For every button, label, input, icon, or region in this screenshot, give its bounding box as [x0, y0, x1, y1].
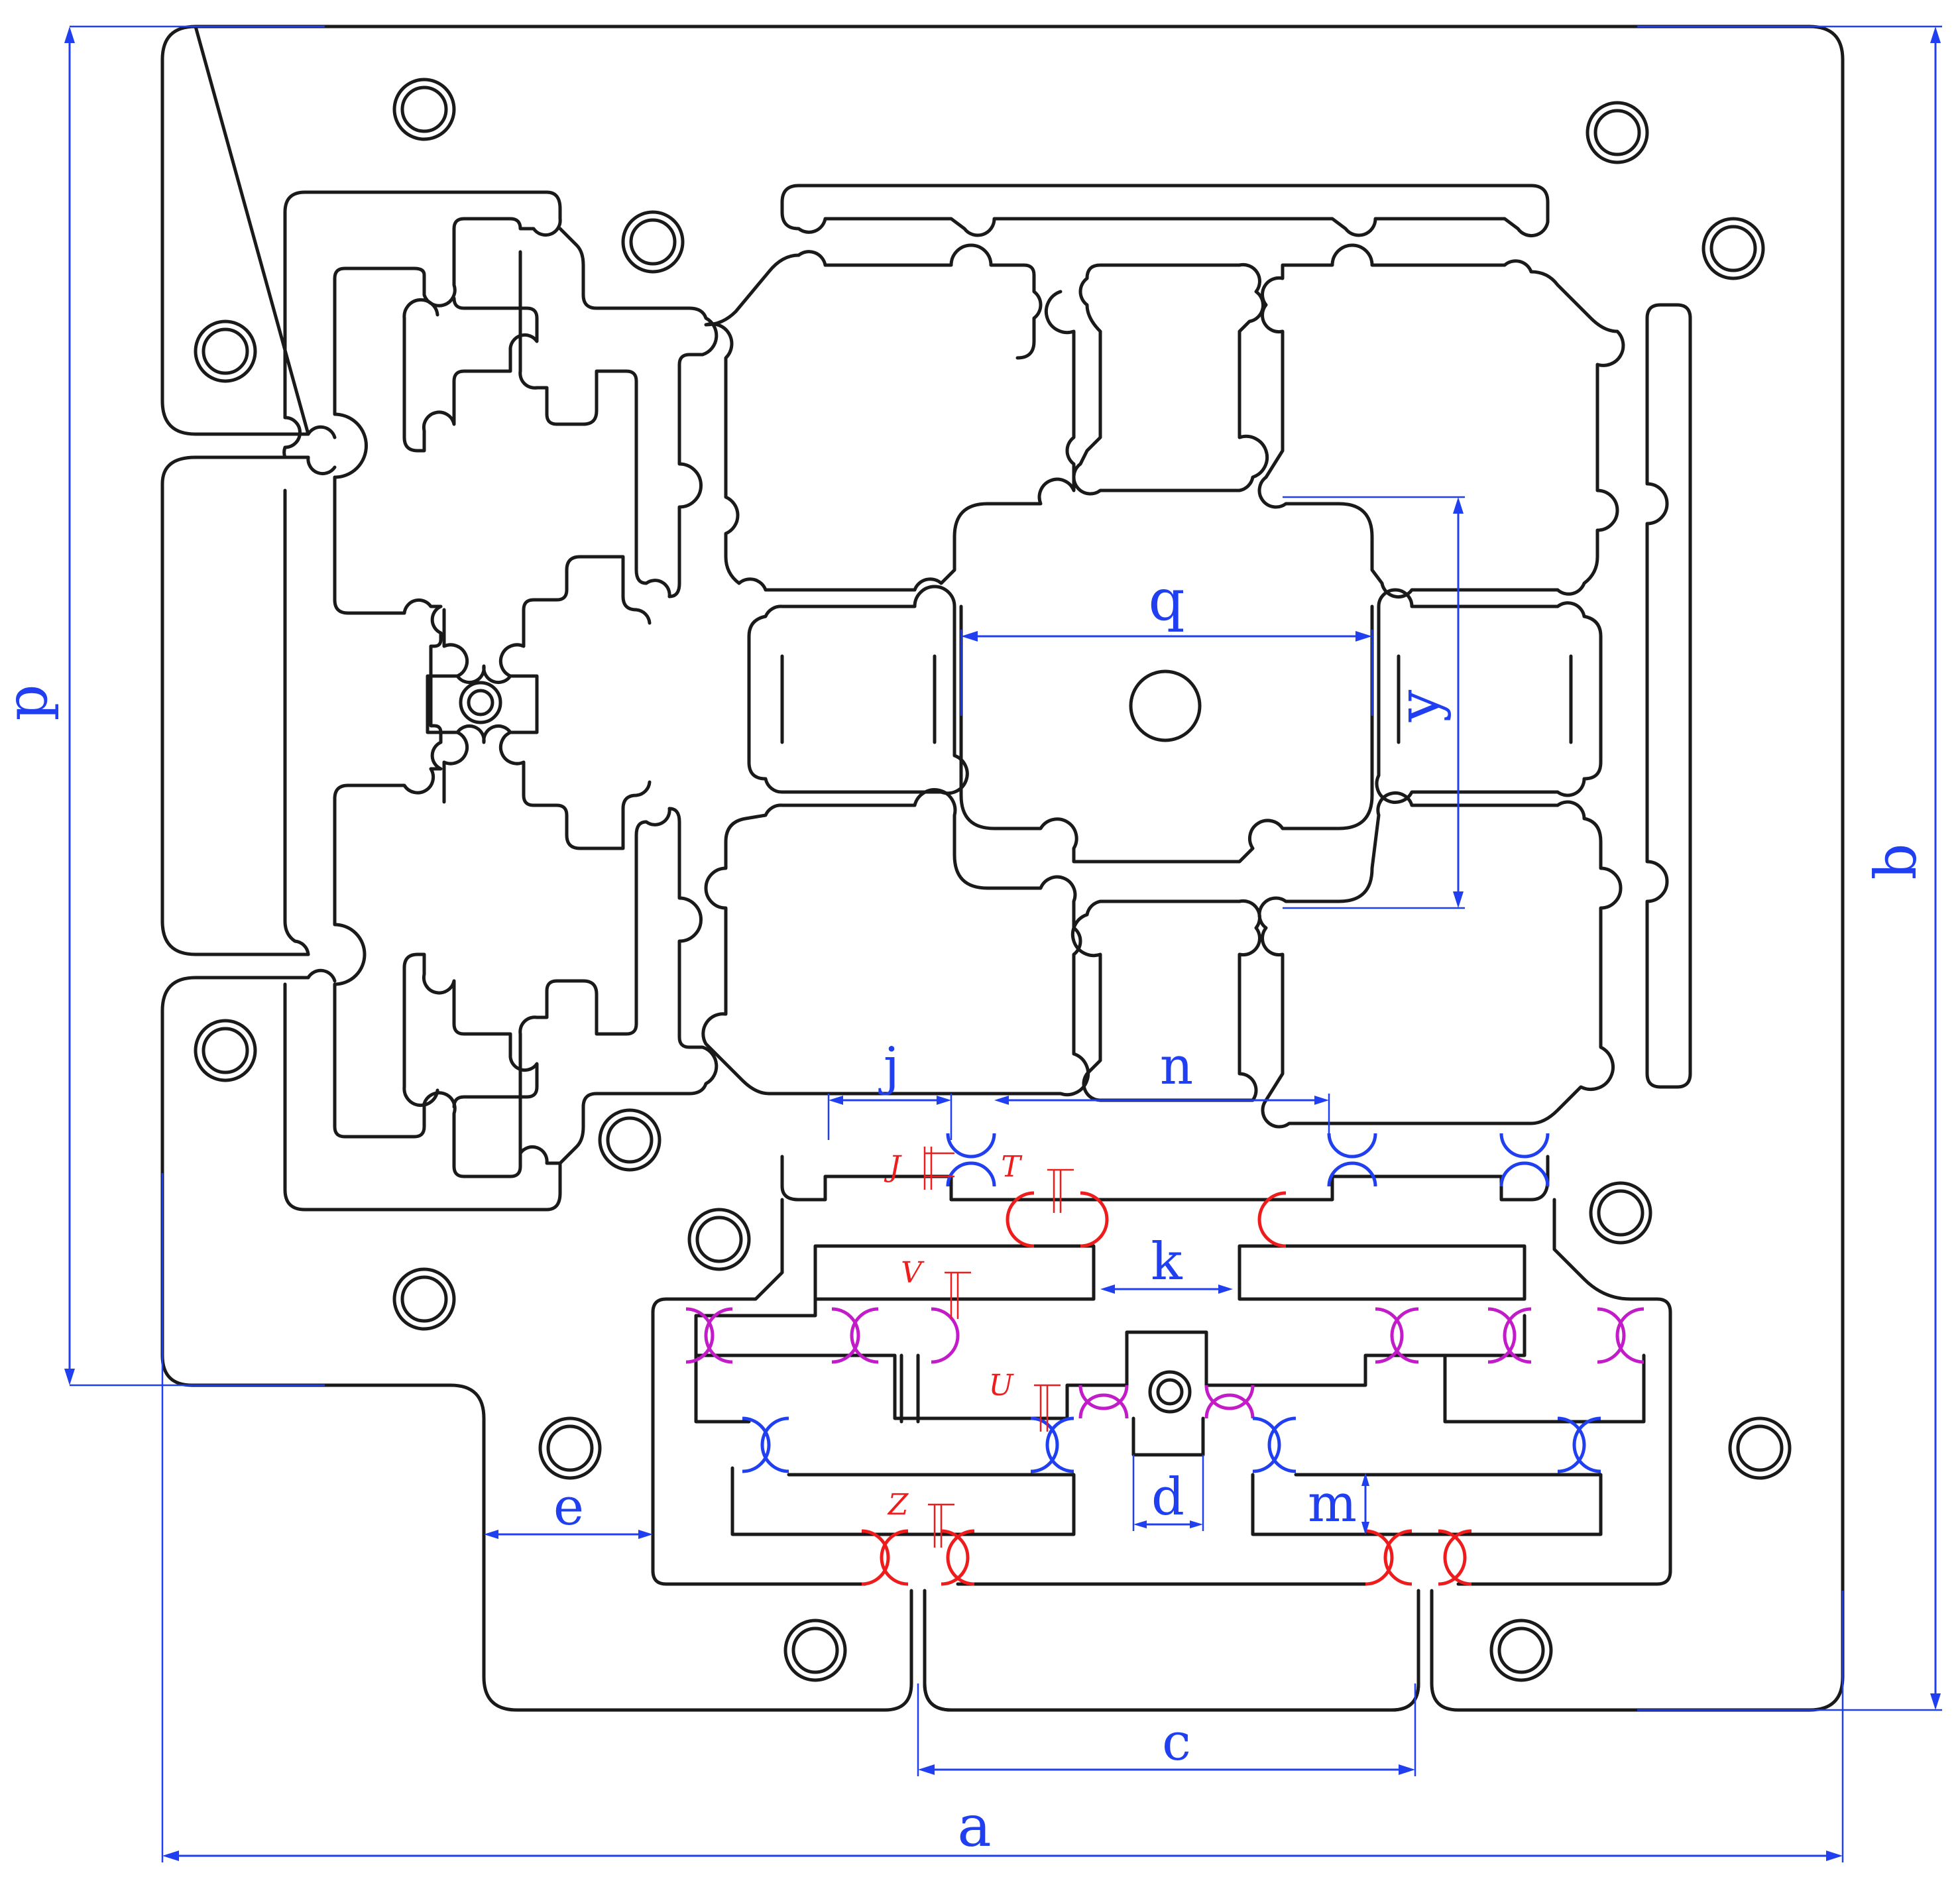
- hinge-icon: [1597, 1307, 1626, 1364]
- hole-icon: [392, 78, 456, 141]
- mounting-holes: [194, 78, 1792, 1682]
- dim-label-k: k: [1151, 1232, 1182, 1292]
- hinge-icon: [1375, 1307, 1404, 1364]
- dim-label-y: y: [1386, 689, 1452, 722]
- hinge-icon: [742, 1416, 771, 1473]
- hinge-labels: J T V U Z: [884, 1150, 1023, 1522]
- hole-icon: [194, 1019, 257, 1082]
- hinge-icon: [1443, 1529, 1472, 1586]
- hinge-icon: [1252, 1416, 1281, 1473]
- hinge-label-J: J: [884, 1150, 902, 1184]
- hinge-icon: [1030, 1416, 1059, 1473]
- hole-icon: [1148, 1370, 1192, 1414]
- hinge-label-U: U: [988, 1369, 1014, 1402]
- hinge-icon: [1383, 1529, 1412, 1586]
- hinge-icon: [1557, 1416, 1586, 1473]
- hinge-icon: [1204, 1385, 1255, 1410]
- plate-outline: [160, 25, 1845, 1712]
- hinge-icon: [1257, 1191, 1287, 1248]
- hole-icon: [194, 319, 257, 383]
- flexure-hinges: [685, 1133, 1644, 1586]
- hole-icon: [1585, 101, 1649, 164]
- hinge-icon: [1499, 1161, 1550, 1187]
- hinge-icon: [1499, 1133, 1550, 1159]
- bottom-mechanism: [651, 1155, 1672, 1712]
- hinge-icon: [1365, 1529, 1394, 1586]
- hinge-icon: [1615, 1307, 1644, 1364]
- hinge-icon: [1080, 1191, 1109, 1248]
- hinge-icon: [861, 1529, 890, 1586]
- hole-icon: [392, 1267, 456, 1331]
- hinge-icon: [880, 1529, 909, 1586]
- hole-icon: [621, 210, 685, 274]
- hole-icon: [1489, 1619, 1553, 1682]
- dimension-labels: p b a c e q y j n k d m: [0, 567, 1930, 1860]
- dim-label-d: d: [1151, 1467, 1184, 1527]
- dim-label-j: j: [878, 1037, 899, 1096]
- hinge-icon: [1045, 1416, 1074, 1473]
- dim-label-n: n: [1160, 1037, 1193, 1096]
- hinge-icon: [1487, 1307, 1517, 1364]
- dim-label-e: e: [553, 1477, 584, 1537]
- hinge-icon: [1572, 1416, 1601, 1473]
- hinge-icon: [1390, 1307, 1419, 1364]
- hole-icon: [783, 1619, 847, 1682]
- dim-label-m: m: [1308, 1474, 1357, 1534]
- hinge-icon: [1267, 1416, 1297, 1473]
- hinge-label-V: V: [901, 1256, 925, 1290]
- hole-icon: [538, 1416, 602, 1480]
- hinge-icon: [831, 1307, 860, 1364]
- dim-label-a: a: [957, 1794, 991, 1860]
- hinge-icon: [760, 1416, 789, 1473]
- hinge-icon: [1327, 1133, 1377, 1159]
- hinge-icon: [1327, 1161, 1377, 1187]
- hinge-icon: [946, 1133, 996, 1159]
- hinge-icon: [931, 1307, 960, 1364]
- dim-label-q: q: [1148, 567, 1184, 634]
- hinge-icon: [946, 1529, 975, 1586]
- hinge-icon: [704, 1307, 733, 1364]
- hole-icon: [459, 681, 502, 724]
- hinge-icon: [1438, 1529, 1467, 1586]
- hinge-icon: [685, 1307, 715, 1364]
- grid-mechanism: [701, 184, 1692, 1129]
- hinge-icon: [1204, 1393, 1255, 1419]
- hinge-label-Z: Z: [887, 1488, 909, 1522]
- hole-icon: [1728, 1416, 1792, 1480]
- left-linkage: [282, 190, 719, 1212]
- hinge-label-T: T: [1001, 1150, 1023, 1184]
- hinge-icon: [1078, 1385, 1129, 1410]
- hinge-icon: [1078, 1393, 1129, 1419]
- hinge-thickness-marks: [923, 1147, 1074, 1548]
- hole-icon: [687, 1208, 751, 1271]
- hinge-icon: [1503, 1307, 1532, 1364]
- hinge-icon: [1006, 1191, 1035, 1248]
- hinge-icon: [850, 1307, 879, 1364]
- dim-label-c: c: [1162, 1713, 1191, 1772]
- hinge-icon: [946, 1161, 996, 1187]
- hole-icon: [598, 1108, 662, 1172]
- dimension-lines: [64, 25, 1942, 1862]
- hole-icon: [1701, 217, 1765, 280]
- dim-label-p: p: [0, 684, 60, 720]
- center-hole-icon: [1129, 669, 1202, 742]
- hole-icon: [1589, 1181, 1652, 1245]
- dim-label-b: b: [1863, 843, 1930, 880]
- hinge-icon: [941, 1529, 970, 1586]
